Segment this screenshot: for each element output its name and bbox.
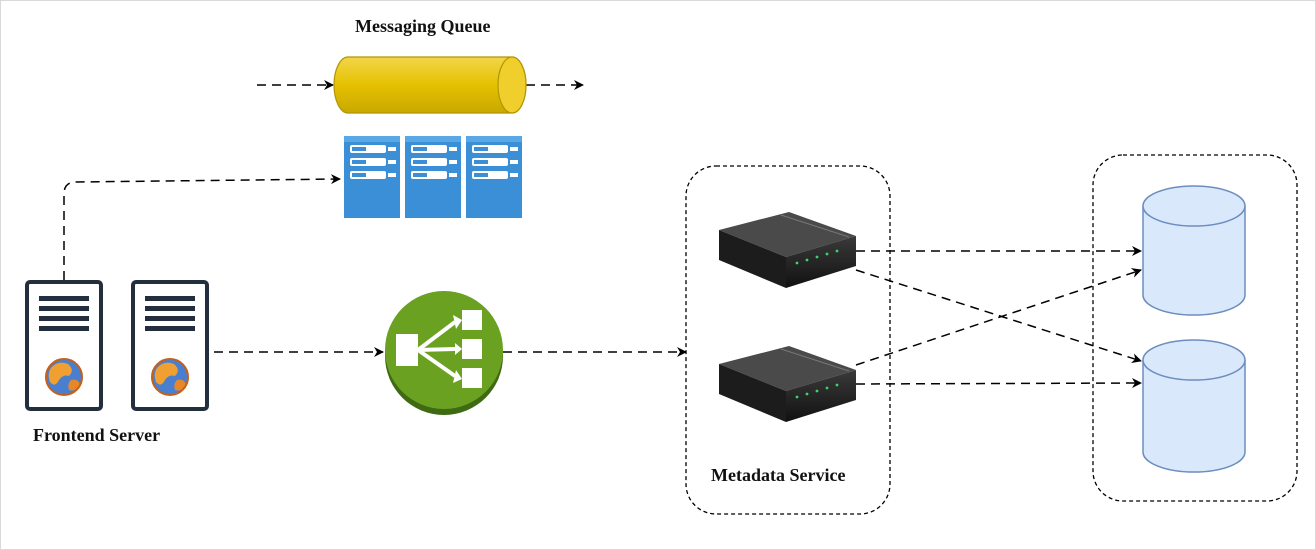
- edge-meta1-to-db2: [855, 269, 1142, 364]
- edge-frontend-to-workers: [63, 174, 341, 280]
- edge-meta2-to-db1: [855, 268, 1142, 366]
- edge-meta2-to-db2: [855, 378, 1142, 389]
- database-cylinder-icon: [1142, 185, 1246, 473]
- cylinder-queue-icon: [333, 56, 527, 114]
- metadata-service-group: [685, 165, 891, 515]
- metadata-service-label: Metadata Service: [711, 465, 846, 485]
- database-group: [1092, 154, 1298, 502]
- frontend-server-label: Frontend Server: [33, 425, 161, 445]
- load-balancer-icon: [385, 291, 503, 415]
- network-box-icon: [719, 212, 856, 422]
- web-server-icon: [25, 280, 209, 411]
- messaging-queue-label: Messaging Queue: [355, 16, 491, 36]
- server-rack-icon: [344, 136, 522, 218]
